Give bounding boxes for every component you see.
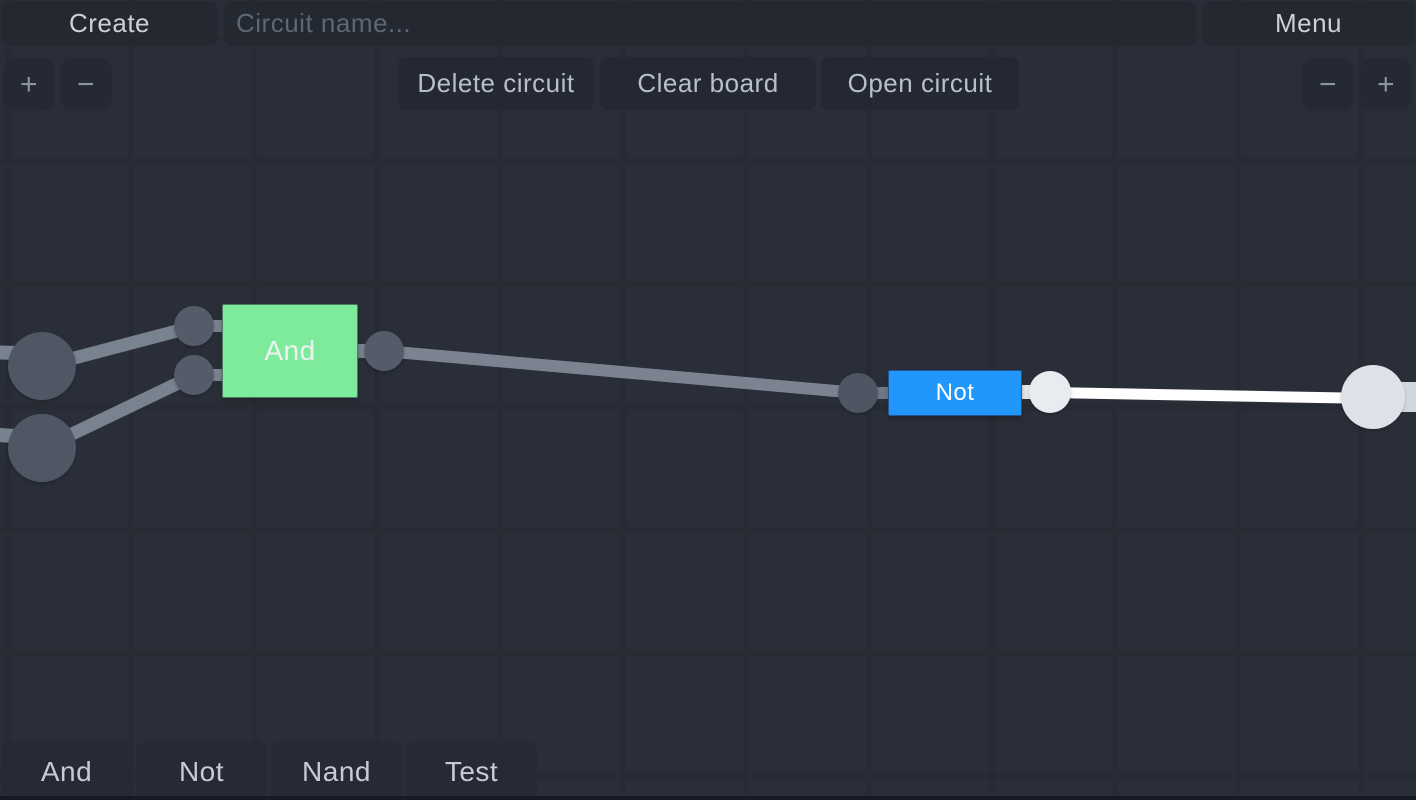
zoom-out-button-left[interactable]: − [60, 58, 112, 111]
palette-item-not[interactable]: Not [136, 741, 267, 800]
input-node-2[interactable] [8, 414, 76, 482]
zoom-in-button-right[interactable]: + [1360, 58, 1412, 111]
zoom-out-button-right[interactable]: − [1302, 58, 1354, 111]
bottom-edge-strip [0, 796, 1416, 800]
circuit-name-input[interactable] [224, 1, 1196, 46]
not-gate-output[interactable] [1029, 371, 1071, 413]
palette-item-test[interactable]: Test [406, 741, 537, 800]
input-node-1[interactable] [8, 332, 76, 400]
and-gate[interactable]: And [222, 304, 358, 398]
zoom-in-button-left[interactable]: + [3, 58, 55, 111]
and-gate-input-a[interactable] [174, 306, 214, 346]
and-gate-label: And [264, 335, 316, 366]
not-gate[interactable]: Not [888, 370, 1022, 416]
wire-not-to-output[interactable] [1049, 386, 1375, 404]
gate-palette: And Not Nand Test [1, 741, 537, 800]
open-circuit-button[interactable]: Open circuit [821, 57, 1019, 110]
create-button[interactable]: Create [1, 1, 218, 46]
and-gate-output[interactable] [364, 331, 404, 371]
palette-item-nand[interactable]: Nand [271, 741, 402, 800]
output-node[interactable] [1341, 365, 1405, 429]
and-gate-input-b[interactable] [174, 355, 214, 395]
menu-button[interactable]: Menu [1202, 1, 1415, 46]
wire-and-to-not[interactable] [383, 345, 859, 399]
not-gate-label: Not [935, 379, 975, 406]
clear-board-button[interactable]: Clear board [600, 57, 816, 110]
palette-item-and[interactable]: And [1, 741, 132, 800]
not-gate-input[interactable] [838, 373, 878, 413]
delete-circuit-button[interactable]: Delete circuit [398, 57, 594, 110]
